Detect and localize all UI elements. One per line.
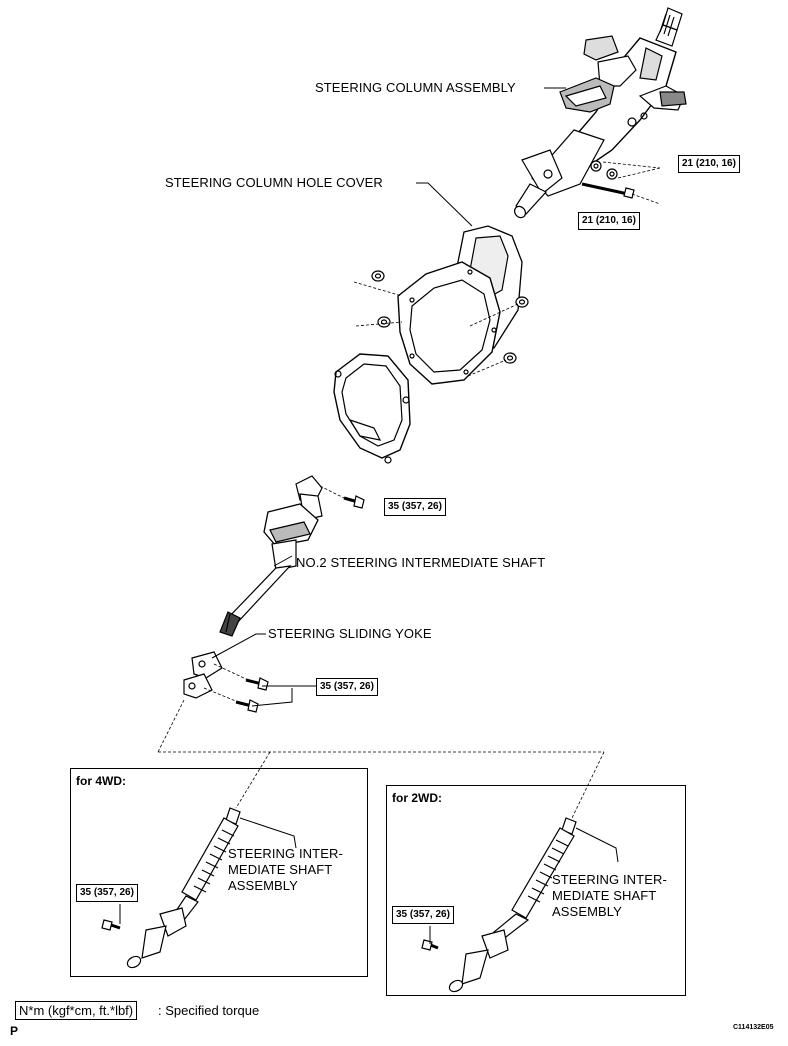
steering-column-assembly: [513, 7, 687, 219]
legend-text: : Specified torque: [158, 1003, 260, 1018]
torque-2wd-bolt: 35 (357, 26): [392, 906, 454, 924]
label-steering-column-assembly: STEERING COLUMN ASSEMBLY: [315, 80, 516, 95]
alignment-lines: [157, 161, 661, 819]
figure-code: C114132E05: [733, 1024, 774, 1031]
steering-column-hole-cover: [333, 225, 529, 464]
legend-unit: N*m (kgf*cm, ft.*lbf): [15, 1001, 138, 1020]
variant-title-4wd: for 4WD:: [76, 774, 126, 788]
corner-letter: P: [10, 1024, 19, 1038]
torque-intermediate-bolt: 35 (357, 26): [384, 498, 446, 516]
intermediate-shaft-4wd-drawing: [101, 807, 241, 969]
steering-sliding-yoke: [183, 495, 365, 713]
variant-box-2wd: [386, 785, 686, 996]
intermediate-shaft-2wd-drawing: [421, 817, 577, 993]
torque-column-nut: 21 (210, 16): [678, 155, 740, 173]
no2-intermediate-shaft: [219, 475, 323, 637]
label-intermediate-shaft-4wd: STEERING INTER-MEDIATE SHAFT ASSEMBLY: [228, 846, 343, 893]
torque-4wd-bolt: 35 (357, 26): [76, 884, 138, 902]
torque-column-bolt: 21 (210, 16): [578, 212, 640, 230]
leader-lines: [119, 87, 619, 944]
label-intermediate-shaft-2wd: STEERING INTER-MEDIATE SHAFT ASSEMBLY: [552, 872, 667, 919]
variant-box-4wd: [70, 768, 368, 977]
label-steering-column-hole-cover: STEERING COLUMN HOLE COVER: [165, 175, 383, 190]
torque-yoke-bolts: 35 (357, 26): [316, 678, 378, 696]
variant-title-2wd: for 2WD:: [392, 791, 442, 805]
label-steering-sliding-yoke: STEERING SLIDING YOKE: [268, 626, 432, 641]
label-no2-intermediate-shaft: NO.2 STEERING INTERMEDIATE SHAFT: [296, 555, 546, 570]
